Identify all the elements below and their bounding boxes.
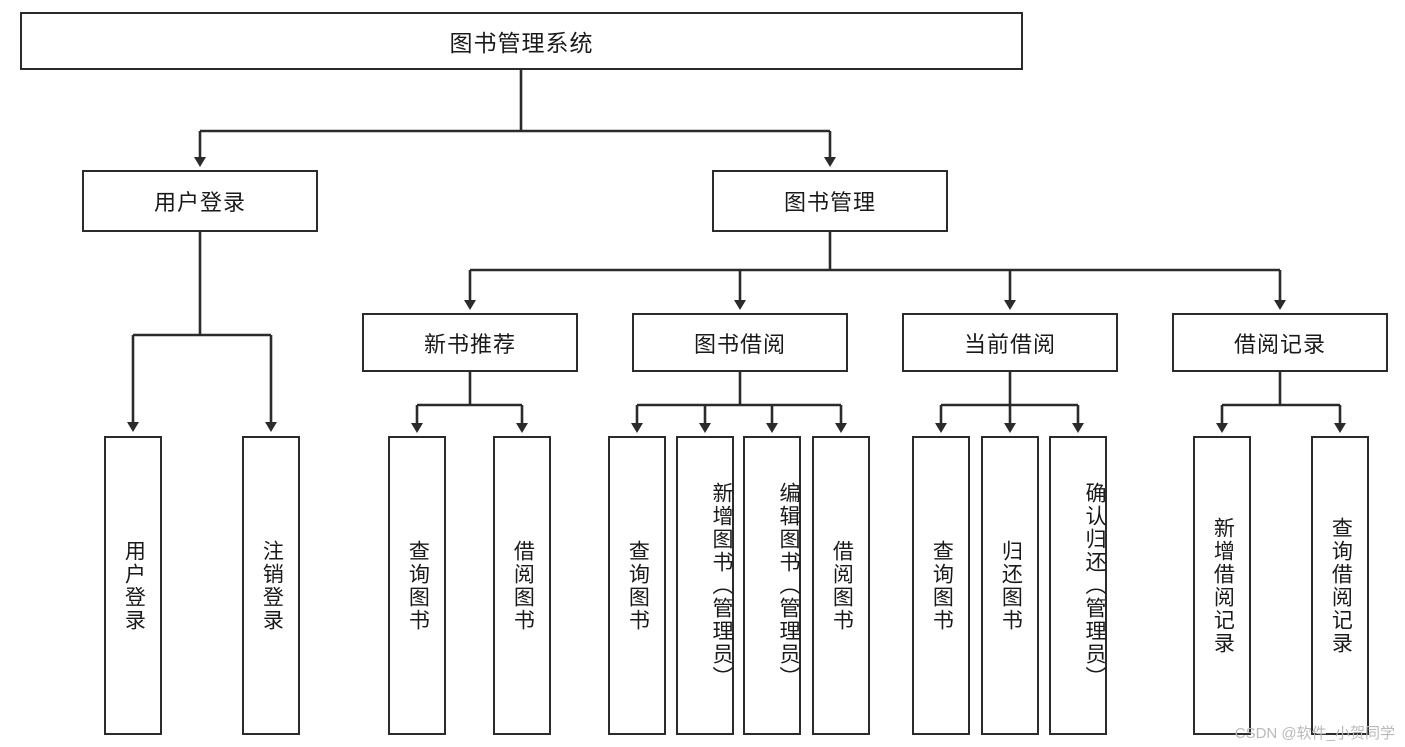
node-user-login[interactable]: 用户登录 bbox=[82, 170, 318, 232]
node-label: 借阅图书 bbox=[511, 539, 535, 632]
watermark-text: CSDN @软件_小贺同学 bbox=[1234, 725, 1395, 742]
node-leaf-add-borrow-record[interactable]: 新增借阅记录 bbox=[1193, 436, 1251, 735]
node-leaf-return-book[interactable]: 归还图书 bbox=[981, 436, 1039, 735]
node-leaf-edit-book[interactable]: 编辑图书（管理员） bbox=[743, 436, 801, 735]
node-label: 确认归还（管理员） bbox=[1083, 482, 1106, 689]
node-leaf-logout[interactable]: 注销登录 bbox=[242, 436, 300, 735]
node-leaf-query-book-borrow[interactable]: 查询图书 bbox=[608, 436, 666, 735]
node-leaf-borrow-book[interactable]: 借阅图书 bbox=[812, 436, 870, 735]
node-label: 查询图书 bbox=[930, 539, 954, 632]
node-label: 图书借阅 bbox=[693, 331, 786, 357]
node-new-book-recommend[interactable]: 新书推荐 bbox=[362, 313, 578, 372]
node-label: 新增借阅记录 bbox=[1211, 516, 1235, 655]
node-label: 当前借阅 bbox=[963, 331, 1056, 357]
node-book-manage[interactable]: 图书管理 bbox=[712, 170, 948, 232]
node-leaf-query-book-current[interactable]: 查询图书 bbox=[912, 436, 970, 735]
node-borrow-record[interactable]: 借阅记录 bbox=[1172, 313, 1388, 372]
node-label: 新书推荐 bbox=[423, 331, 516, 357]
node-leaf-borrow-book-newbook[interactable]: 借阅图书 bbox=[493, 436, 551, 735]
node-label: 查询图书 bbox=[626, 539, 650, 632]
node-label: 归还图书 bbox=[999, 539, 1023, 632]
node-label: 查询图书 bbox=[406, 539, 430, 632]
node-label: 编辑图书（管理员） bbox=[777, 482, 800, 689]
node-label: 查询借阅记录 bbox=[1329, 516, 1353, 655]
node-root-system[interactable]: 图书管理系统 bbox=[20, 12, 1023, 70]
node-leaf-query-borrow-record[interactable]: 查询借阅记录 bbox=[1311, 436, 1369, 735]
node-leaf-user-login[interactable]: 用户登录 bbox=[104, 436, 162, 735]
node-leaf-query-book-newbook[interactable]: 查询图书 bbox=[388, 436, 446, 735]
node-label: 图书管理 bbox=[783, 190, 876, 215]
node-label: 借阅图书 bbox=[830, 539, 854, 632]
node-leaf-add-book[interactable]: 新增图书（管理员） bbox=[676, 436, 734, 735]
node-label: 借阅记录 bbox=[1233, 331, 1326, 357]
node-label: 用户登录 bbox=[122, 539, 146, 632]
node-label: 用户登录 bbox=[153, 190, 246, 215]
node-book-borrow[interactable]: 图书借阅 bbox=[632, 313, 848, 372]
node-label: 注销登录 bbox=[260, 539, 284, 632]
node-leaf-confirm-return[interactable]: 确认归还（管理员） bbox=[1049, 436, 1107, 735]
node-current-borrow[interactable]: 当前借阅 bbox=[902, 313, 1118, 372]
node-label: 图书管理系统 bbox=[449, 30, 594, 56]
node-label: 新增图书（管理员） bbox=[710, 482, 733, 689]
